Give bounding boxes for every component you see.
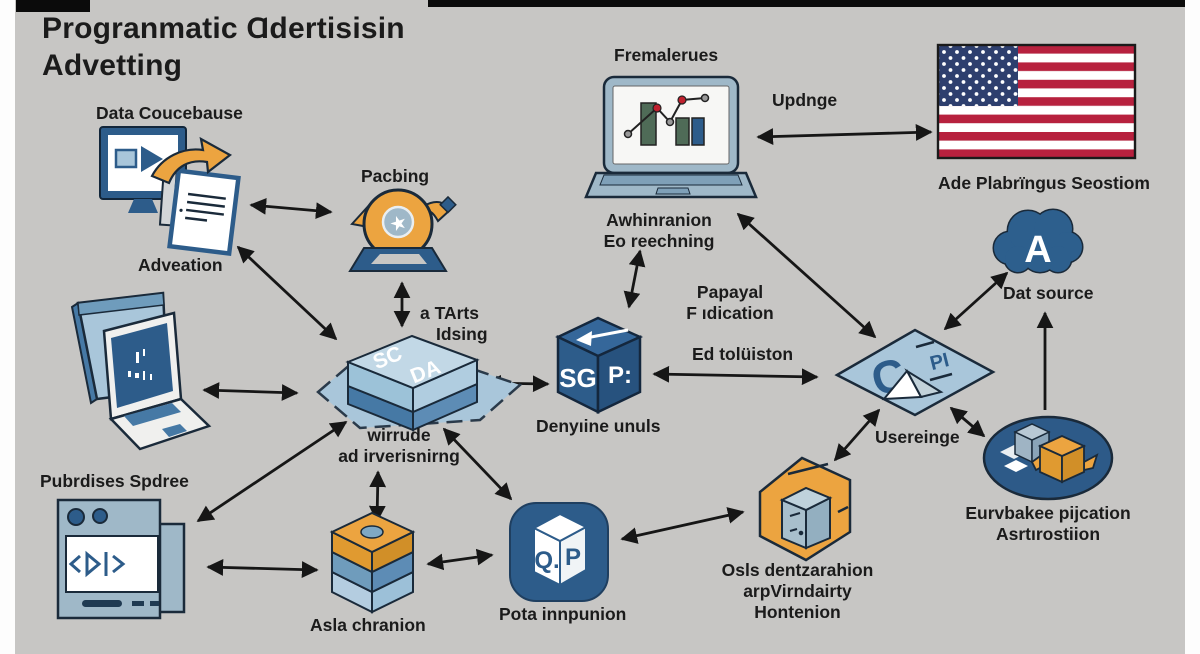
label-pota: Pota innpunion [499,604,627,624]
label-usereinge: Usereinge [875,427,960,447]
pota-right-text: P [565,544,581,571]
white-cube-icon [531,512,589,587]
label-pubrdises: Pubrdises Spdree [40,471,189,491]
title-line2: Advetting [42,49,183,82]
title-line1: Progranmatic Ɑdertisisin [42,12,405,45]
label-papayal: Papayal F ıdication [686,282,774,323]
cube-top-arrow-icon [576,331,592,346]
label-eurvbakee: Eurvbakee pijcation Asrtırostiion [965,503,1131,544]
arrow-cpi-cloud [943,271,1009,331]
label-pacbing: Pacbing [361,166,430,186]
arrow-cpi-osls [833,408,881,462]
us-flag-icon [936,43,1137,160]
pyramid-icon [881,369,923,401]
data-sources-icon [99,126,241,257]
arrow-central-asla [368,470,387,523]
right-border [1185,0,1200,654]
top-border-left [16,0,90,12]
star-icon: ★ [388,212,409,235]
osls-hexagon-icon [758,456,852,562]
label-denyine: Denyıine unuls [536,416,661,436]
label-adveation: Adveation [138,255,223,275]
asla-stack-icon [329,511,416,614]
arrow-adveation-central [236,245,338,341]
central-platform-icon: SC DA [316,334,523,432]
sgp-right-text: P: [608,362,632,389]
packages-ellipse-icon [982,415,1114,501]
arrow-asla-pota [426,548,494,571]
sgp-left-text: SG [559,363,597,393]
arrow-pota-osls [620,507,745,544]
orange-cube-icon [1030,435,1099,484]
arrow-adveation-pacbing [249,197,333,220]
label-updnge: Updnge [772,90,838,110]
analytics-laptop-icon [584,75,758,199]
top-border-right [428,0,1185,7]
orange-arrow-icon [150,136,232,185]
left-border [0,0,15,654]
label-asla: Asla chranion [310,615,426,635]
label-data-sources: Data Coucebause [96,103,243,123]
cloud-icon: A [992,208,1084,274]
cpi-platform-icon: C PI [834,328,996,417]
cloud-letter: A [1024,229,1051,271]
label-flag-caption: Ade Plabrïngus Seostiom [938,173,1150,193]
arrow-monitor-central [202,382,299,401]
arrow-central-pota [442,427,513,501]
arrow-publisher-asla [206,559,319,578]
arrow-analytics-sgp [623,249,646,309]
label-fremalerues: Fremalerues [614,45,719,65]
workstation-icon [70,291,212,451]
publisher-window-icon [56,498,186,620]
arrow-publisher-central [196,420,348,523]
arrow-analytics-flag [756,124,933,145]
code-icon [68,550,126,578]
arrow-cpi-ellipse [949,406,986,438]
cpi-letters-text: PI [928,349,952,375]
document-icon [167,168,241,257]
inner-box-icon [779,486,833,550]
sgp-cube-icon: SG P: [555,316,644,415]
page-title: Progranmatic Ɑdertisisin Advetting [42,10,405,84]
pota-app-icon: Q. P [509,502,609,602]
label-awhinranion: Awhinranion Eo reechning [603,210,715,251]
pota-left-text: Q. [534,547,559,574]
label-osls: Osls dentzarahion arpVirndairty Hontenio… [721,560,874,622]
label-dat-source: Dat source [1003,283,1094,303]
label-ed-toluiston: Ed tolüiston [692,344,794,364]
screen-ticks [128,349,152,380]
arrow-analytics-cpi [736,212,877,339]
label-wirrude: wirrude ad irverisnirng [338,425,460,466]
connector-arrows [196,124,1054,578]
arrow-sgp-cpi [652,365,819,386]
pacbing-icon: ★ [348,188,457,272]
label-tarts: a TArts Idsing [420,303,488,344]
